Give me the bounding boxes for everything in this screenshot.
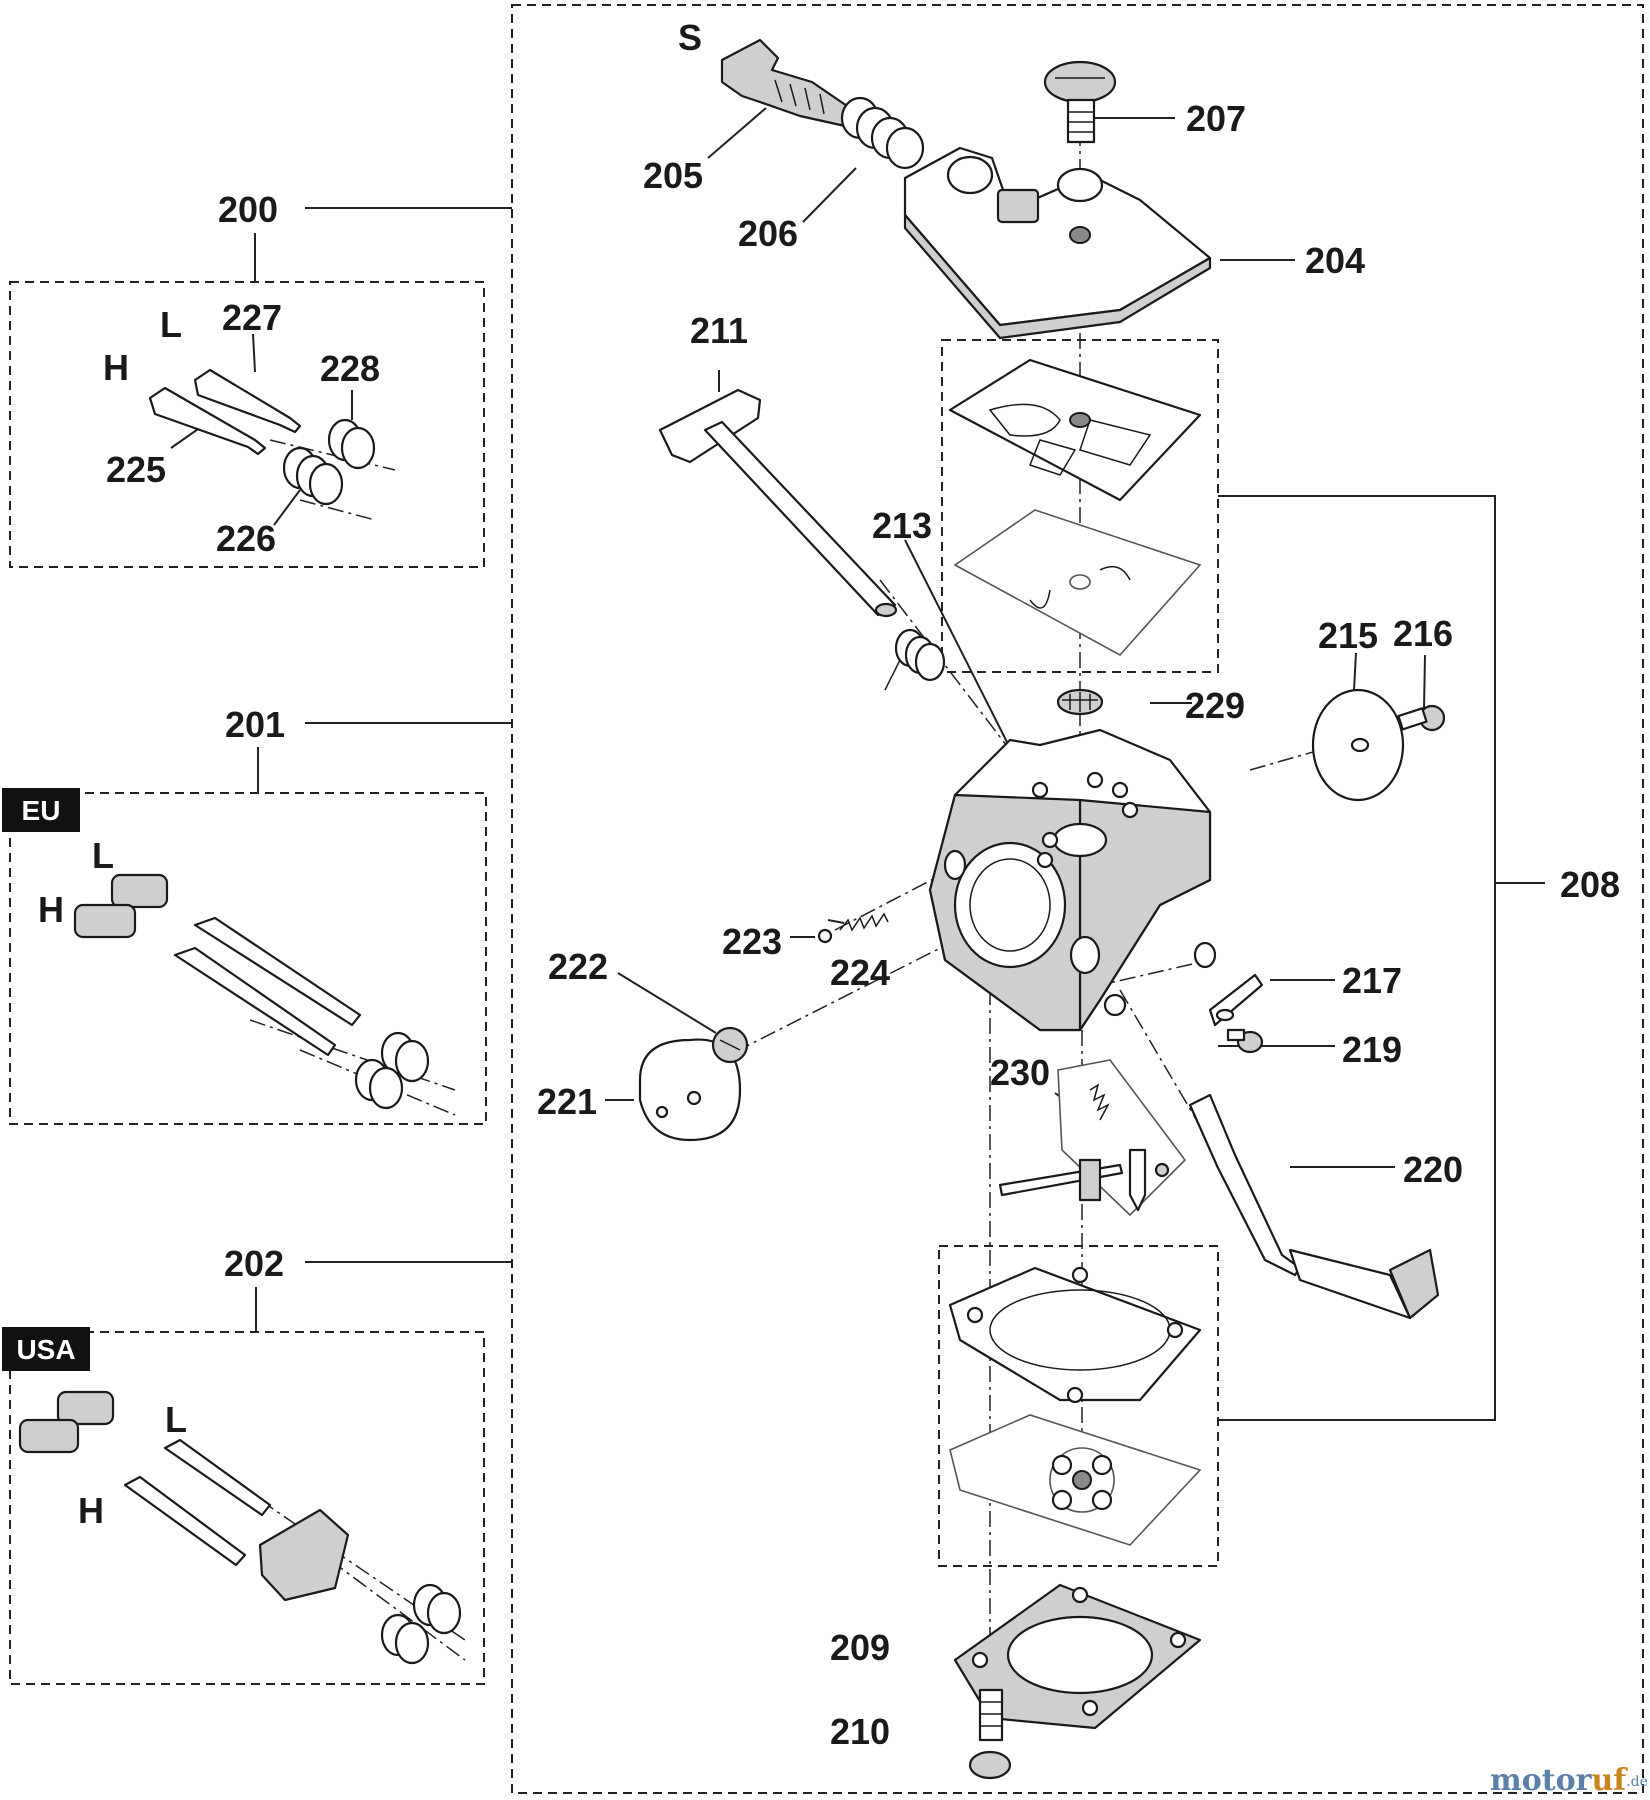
part-211-choke-shaft	[658, 388, 898, 618]
callout-223: 223	[722, 921, 782, 962]
kit-201-parts	[73, 873, 430, 1110]
carburetor-body	[928, 728, 1217, 1032]
callout-217: 217	[1342, 960, 1402, 1001]
part-220-throttle-shaft	[1188, 1093, 1440, 1320]
watermark-part1: motor	[1490, 1763, 1593, 1798]
callout-204: 204	[1305, 240, 1365, 281]
part-210-screw	[968, 1688, 1012, 1780]
kit-201-frame	[9, 792, 487, 1125]
kit-202-frame	[9, 1331, 485, 1685]
callout-227: 227	[222, 297, 282, 338]
upper-diaphragm	[953, 509, 1202, 657]
part-229-screen	[1056, 688, 1104, 716]
part-221-throttle-plate	[638, 1038, 742, 1142]
part-219-screw	[1226, 1028, 1264, 1054]
usa-tag-box	[2, 1327, 90, 1371]
callout-200: 200	[218, 189, 278, 230]
callout-209: 209	[830, 1627, 890, 1668]
watermark-suffix: .de	[1626, 1774, 1648, 1790]
marker-s: S	[678, 17, 702, 58]
upper-gasket	[948, 358, 1202, 502]
kit-200-parts	[148, 368, 376, 506]
motoruf-watermark-logo: motoruf.de	[1490, 1763, 1648, 1798]
callout-213: 213	[872, 505, 932, 546]
part-205-screw	[720, 38, 852, 128]
part-230-needle-valve	[998, 1059, 1187, 1217]
part-222-screw	[711, 1026, 749, 1064]
eu-tag-box	[2, 788, 80, 832]
marker-l-201: L	[92, 835, 114, 876]
leader-lines	[170, 107, 1545, 1653]
callout-207: 207	[1186, 98, 1246, 139]
callout-226: 226	[216, 518, 276, 559]
eu-tag-label: EU	[22, 795, 61, 826]
kit-202-parts	[18, 1390, 462, 1665]
lower-gasket	[948, 1266, 1202, 1404]
callout-229: 229	[1185, 685, 1245, 726]
callout-201: 201	[225, 704, 285, 745]
part-207-screw	[1043, 60, 1117, 144]
svg-text:motoruf.de: motoruf.de	[1490, 1763, 1648, 1798]
callout-225: 225	[106, 449, 166, 490]
marker-h-202: H	[78, 1490, 104, 1531]
callout-216: 216	[1393, 613, 1453, 654]
part-217-lever	[1208, 973, 1264, 1027]
part-209-cover-plate	[953, 1583, 1202, 1730]
main-assembly-frame	[511, 4, 1644, 1794]
gasket-set-lower-frame	[938, 1245, 1219, 1567]
marker-l-200: L	[160, 304, 182, 345]
kit-200-frame	[9, 281, 485, 568]
usa-tag-label: USA	[16, 1334, 75, 1365]
callout-224: 224	[830, 952, 890, 993]
lower-diaphragm	[949, 1414, 1202, 1546]
callout-208: 208	[1560, 864, 1620, 905]
watermark-part2: uf	[1591, 1763, 1628, 1798]
callout-211: 211	[690, 310, 748, 351]
callout-206: 206	[738, 213, 798, 254]
callout-215: 215	[1318, 615, 1378, 656]
part-216-screw	[1397, 704, 1446, 732]
marker-h-201: H	[38, 889, 64, 930]
marker-l-202: L	[165, 1399, 187, 1440]
assembly-axes	[249, 130, 1356, 1700]
callout-221: 221	[537, 1081, 597, 1122]
callout-220: 220	[1403, 1149, 1463, 1190]
callout-230: 230	[990, 1052, 1050, 1093]
callout-210: 210	[830, 1711, 890, 1752]
callout-222: 222	[548, 946, 608, 987]
part-204-cover	[903, 146, 1212, 340]
part-215-plate	[1311, 688, 1405, 802]
part-224-spring	[839, 912, 889, 932]
part-223-ball	[817, 928, 833, 944]
callout-219: 219	[1342, 1029, 1402, 1070]
part-206-spring	[840, 96, 925, 170]
callout-228: 228	[320, 348, 380, 389]
callout-205: 205	[643, 155, 703, 196]
marker-h-200: H	[103, 347, 129, 388]
part-213-spring	[884, 628, 946, 691]
callout-202: 202	[224, 1243, 284, 1284]
